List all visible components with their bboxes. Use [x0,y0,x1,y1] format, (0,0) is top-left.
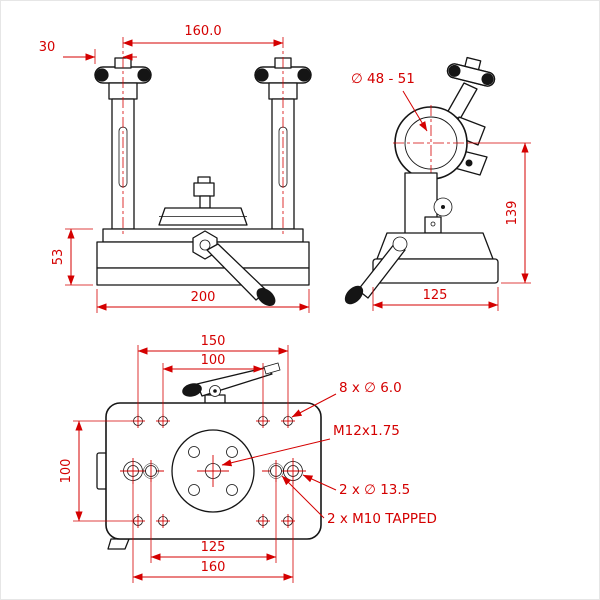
dim-hole-rows: 100 [59,420,131,522]
label-small-holes-text: 8 x ∅ 6.0 [339,380,402,396]
t-handle [446,56,496,87]
dim-100-left-text: 100 [59,459,74,484]
dim-200-text: 200 [191,290,216,305]
callout-center-tap: M12x1.75 [221,423,400,467]
through-holes [120,458,306,484]
dim-30-text: 30 [39,40,56,55]
dim-hole-span-inner: 100 [162,353,264,414]
base-side [372,172,499,284]
dim-base-height: 53 [51,228,93,286]
dim-125-plan-text: 125 [201,540,226,555]
dim-hole-span-outer: 150 [137,334,289,414]
callout-through-holes: 2 x ∅ 13.5 [302,474,410,498]
callout-small-holes: 8 x ∅ 6.0 [291,380,402,418]
corner-tab [107,538,130,550]
dim-overall-height: 139 [469,142,531,284]
dim-base-width: 200 [96,289,310,313]
clamp-lever-side [344,236,408,305]
plan-view: 150 100 100 125 160 [59,334,437,583]
dim-base-depth: 125 [372,287,499,311]
dim-100-top-text: 100 [201,353,226,368]
dim-bottom-inner: 125 [150,479,277,563]
dim-160-plan-text: 160 [201,560,226,575]
clamp-ring [393,105,488,181]
front-view: 160.0 30 53 200 [39,24,312,313]
dim-handle-offset: 30 [39,40,137,64]
dim-clamp-diameter: ∅ 48 - 51 [351,71,428,132]
clamp-range-text: ∅ 48 - 51 [351,71,415,87]
dim-125-side-text: 125 [423,288,448,303]
label-tapped-holes-text: 2 x M10 TAPPED [327,511,437,527]
dim-150-text: 150 [201,334,226,349]
center-boss [171,429,255,513]
callout-tapped-holes: 2 x M10 TAPPED [281,475,437,527]
dim-160-text: 160.0 [184,24,221,39]
center-mount [158,176,248,226]
label-through-holes-text: 2 x ∅ 13.5 [339,482,410,498]
small-holes [131,414,295,528]
dim-139-text: 139 [505,201,520,226]
dim-53-text: 53 [51,249,66,266]
tapped-holes [143,460,284,482]
dim-post-span: 160.0 [122,24,284,47]
label-center-tap-text: M12x1.75 [333,423,400,439]
dim-bottom-outer: 160 [132,481,294,583]
clamp-lever-front [192,230,276,307]
clamp-lever-plan [182,362,281,408]
side-view: ∅ 48 - 51 139 125 [344,56,531,311]
